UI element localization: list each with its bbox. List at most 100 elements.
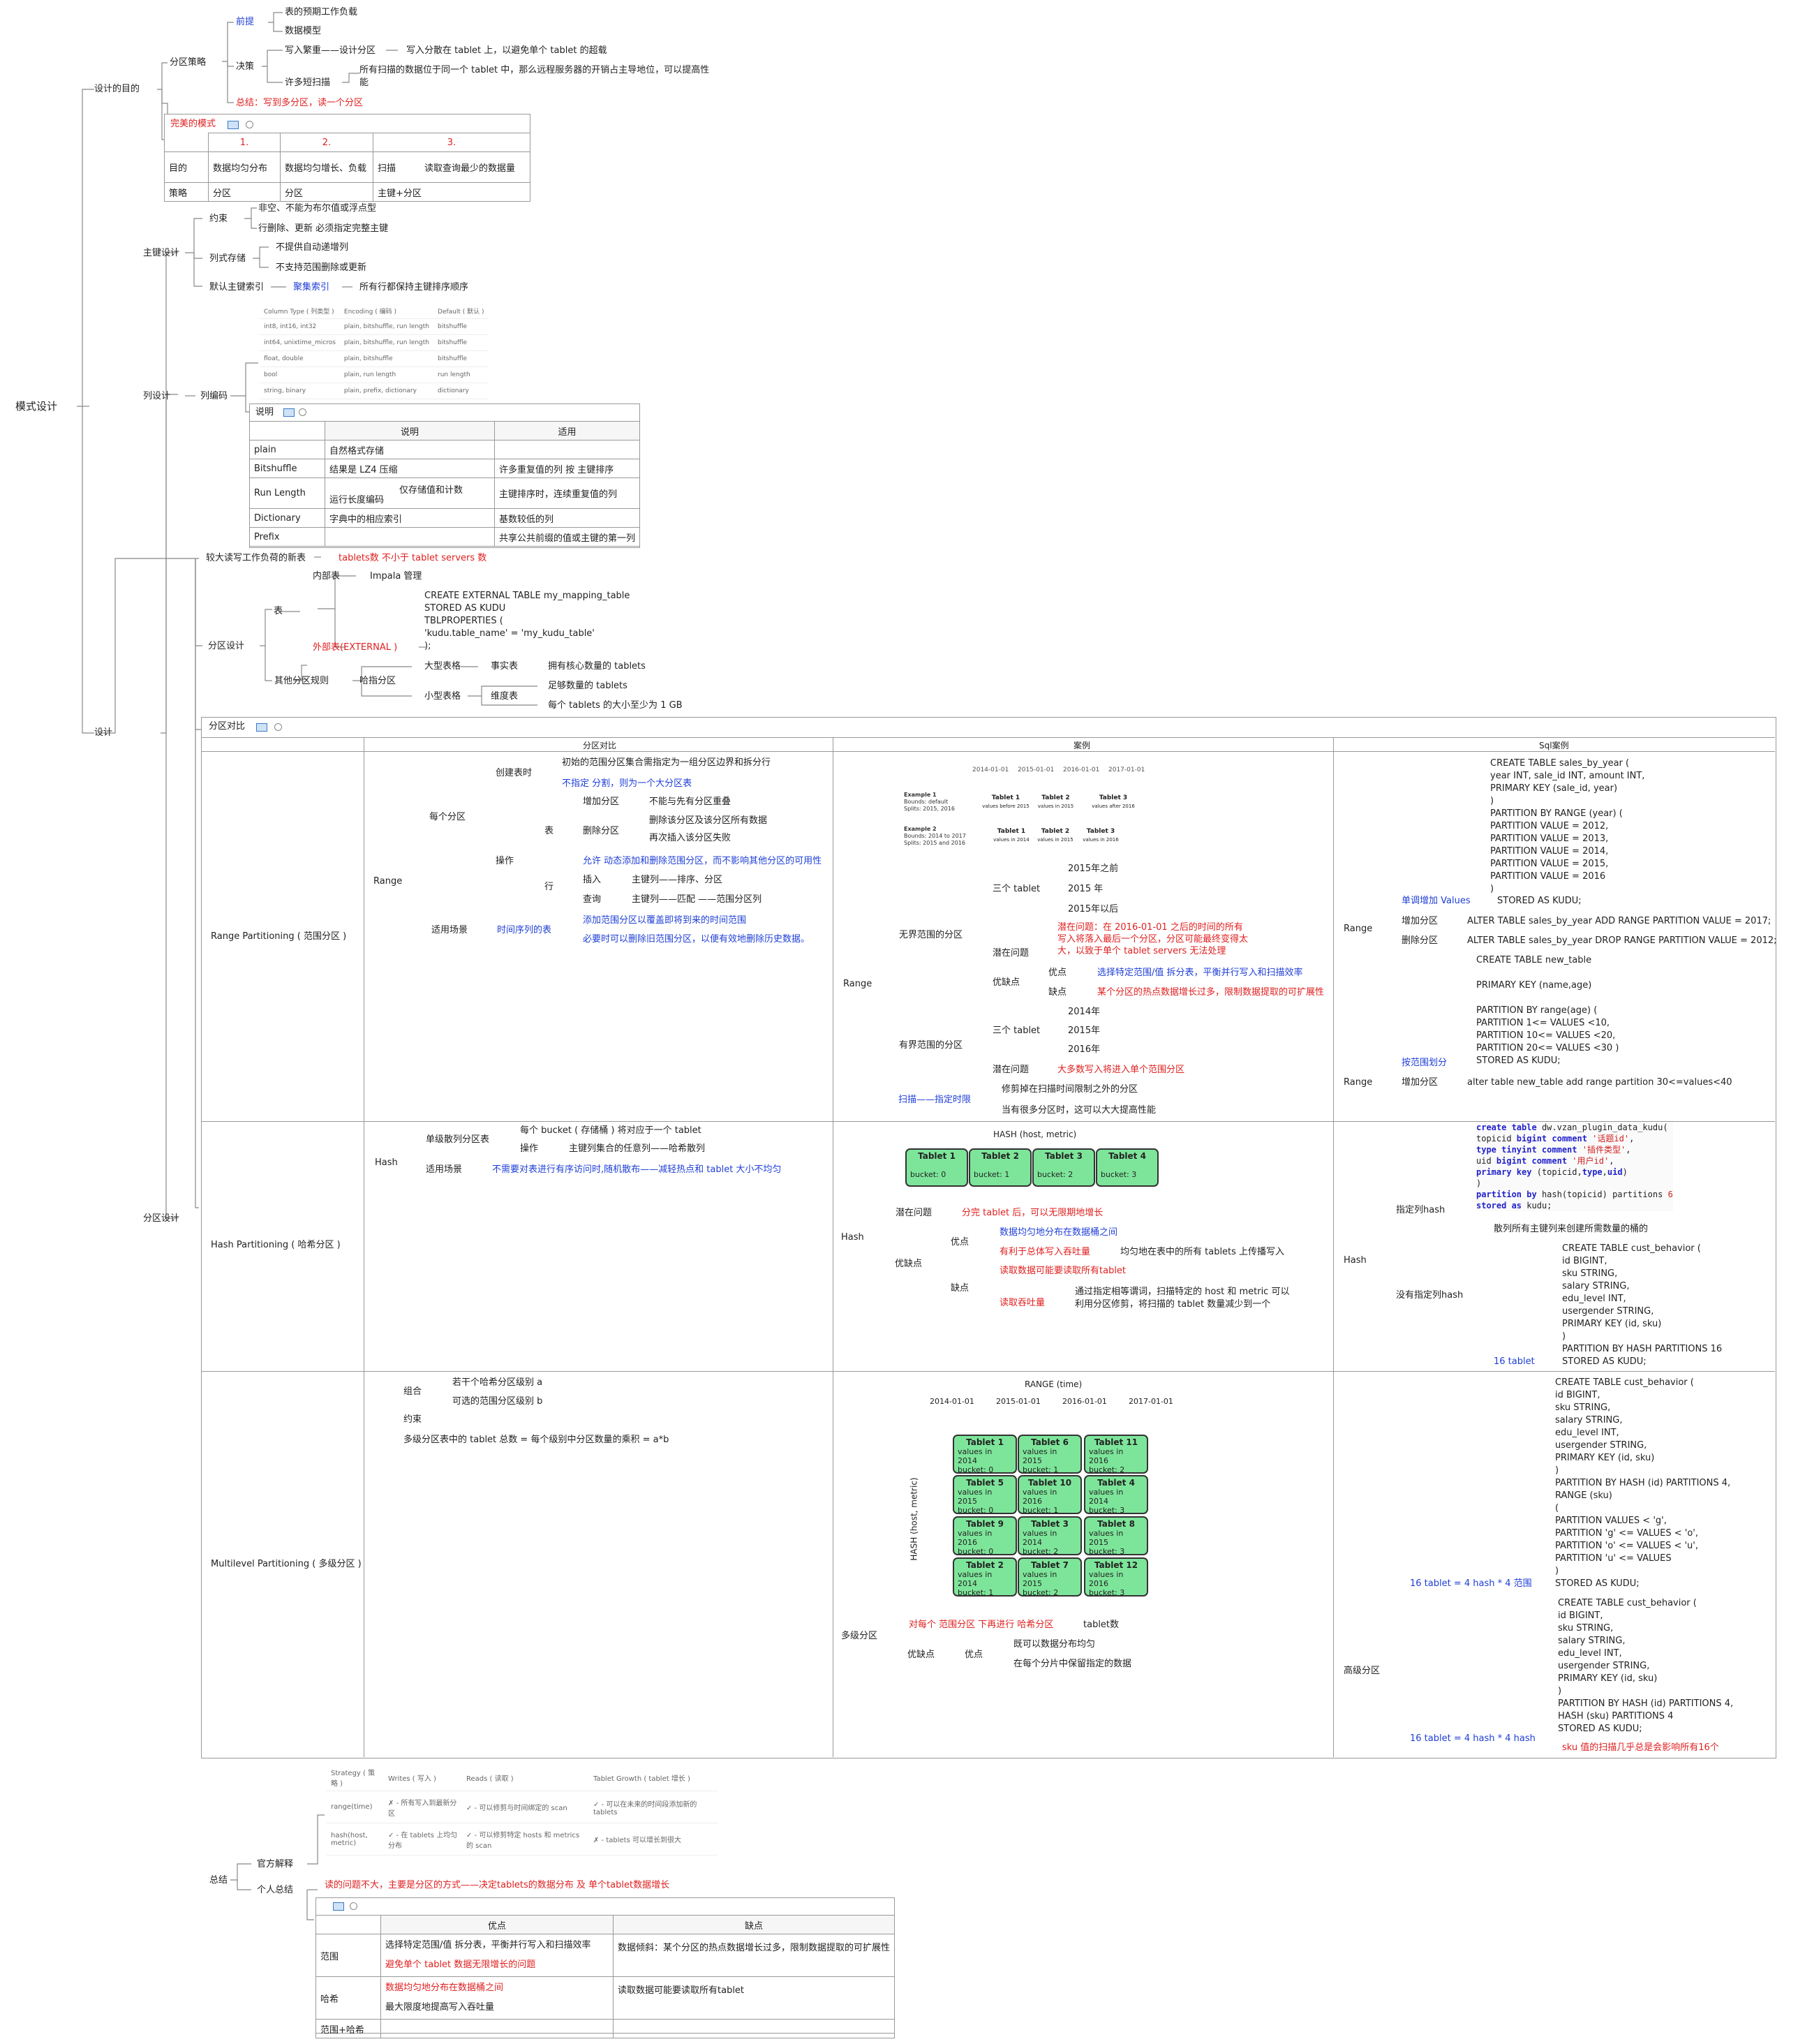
hash-sql-default-note[interactable]: 散列所有主键列来创建所需数量的桶的 — [1494, 1224, 1649, 1234]
bounded-val-1[interactable]: 2014年 — [1068, 1007, 1101, 1017]
range-bounded[interactable]: 有界范围的分区 — [899, 1040, 963, 1051]
personal-note[interactable]: 读的问题不大，主要是分区的方式——决定tablets的数据分布 及 单个tabl… — [325, 1880, 670, 1890]
node-column-encoding[interactable]: 列编码 — [200, 391, 228, 401]
multi-sql-tablets-2[interactable]: 16 tablet = 4 hash * 4 hash — [1410, 1733, 1536, 1744]
multi-case-pro-1[interactable]: 既可以数据分布均匀 — [1013, 1639, 1096, 1650]
range-del-note-2[interactable]: 再次插入该分区失败 — [649, 833, 731, 843]
unbounded-val-3[interactable]: 2015年以后 — [1068, 904, 1119, 914]
node-fact-table[interactable]: 事实表 — [491, 661, 519, 672]
unbounded-proscons[interactable]: 优缺点 — [993, 977, 1020, 988]
range-ct-2[interactable]: 不指定 分割，则为一个大分区表 — [562, 778, 692, 789]
bounded-three[interactable]: 三个 tablet — [993, 1025, 1041, 1036]
multi-constraint[interactable]: 约束 — [403, 1414, 422, 1425]
range-scene-1[interactable]: 添加范围分区以覆盖即将到来的时间范围 — [583, 915, 747, 926]
range-scene[interactable]: 适用场景 — [431, 925, 468, 935]
range-sql-add[interactable]: 增加分区 — [1402, 916, 1439, 926]
range-query[interactable]: 查询 — [583, 894, 602, 905]
fact-table-note[interactable]: 拥有核心数量的 tablets — [548, 661, 646, 672]
range-case-node[interactable]: Range — [843, 979, 872, 989]
range-sql-by-range[interactable]: 按范围划分 — [1402, 1058, 1448, 1068]
node-partition-design[interactable]: 分区设计 — [208, 641, 245, 651]
range-sql-add-2[interactable]: 增加分区 — [1402, 1077, 1439, 1088]
unbounded-three[interactable]: 三个 tablet — [993, 884, 1041, 894]
root-node[interactable]: 模式设计 — [15, 400, 58, 413]
node-primary-key[interactable]: 主键设计 — [143, 248, 180, 258]
hash-sql-specified[interactable]: 指定列hash — [1396, 1205, 1446, 1215]
decision-heavy-write-note[interactable]: 写入分散在 tablet 上，以避免单个 tablet 的超载 — [406, 45, 607, 56]
range-insert-note[interactable]: 主键列——排序、分区 — [632, 875, 723, 885]
hash-case-con[interactable]: 缺点 — [951, 1283, 969, 1294]
hash-case-hidden-note[interactable]: 分完 tablet 后，可以无限期地增长 — [962, 1208, 1104, 1218]
hash-scene-note[interactable]: 不需要对表进行有序访问时,随机散布——减轻热点和 tablet 大小不均匀 — [492, 1164, 782, 1175]
hash-sql-tablets[interactable]: 16 tablet — [1494, 1356, 1535, 1367]
node-strategy[interactable]: 分区策略 — [170, 57, 207, 68]
unbounded-val-1[interactable]: 2015年之前 — [1068, 864, 1119, 874]
range-add-partition[interactable]: 增加分区 — [583, 797, 620, 807]
node-hash-partition[interactable]: 哈指分区 — [359, 676, 396, 686]
dim-table-note-1[interactable]: 足够数量的 tablets — [548, 681, 627, 691]
multi-case-pro-2[interactable]: 在每个分片中保留指定的数据 — [1013, 1659, 1132, 1669]
hash-case-pro[interactable]: 优点 — [951, 1237, 969, 1247]
collapse-icon[interactable] — [274, 723, 282, 731]
multi-combine-2[interactable]: 可选的范围分区级别 b — [452, 1396, 543, 1407]
hash-case-con-2-note-2[interactable]: 利用分区修剪，将扫描的 tablet 数量减少到一个 — [1075, 1299, 1271, 1310]
range-sql-del[interactable]: 删除分区 — [1402, 935, 1439, 946]
multi-sql-tablets-1[interactable]: 16 tablet = 4 hash * 4 范围 — [1410, 1578, 1532, 1589]
node-summary[interactable]: 总结 — [209, 1875, 228, 1886]
hash-op-note[interactable]: 主键列集合的任意列——哈希散列 — [569, 1143, 706, 1154]
premise-item-2[interactable]: 数据模型 — [285, 26, 322, 36]
hash-case-con-2-note-1[interactable]: 通过指定相等谓词，扫描特定的 host 和 metric 可以 — [1075, 1287, 1290, 1297]
node-inner-table[interactable]: 内部表 — [313, 571, 341, 582]
hash-node[interactable]: Hash — [375, 1157, 398, 1168]
hash-case-proscons[interactable]: 优缺点 — [895, 1259, 923, 1269]
hash-case-node[interactable]: Hash — [841, 1232, 864, 1243]
multi-sql-high[interactable]: 高级分区 — [1344, 1666, 1381, 1676]
range-sql-single[interactable]: 单调增加 Values — [1402, 896, 1471, 906]
range-unbounded[interactable]: 无界范围的分区 — [899, 930, 963, 940]
node-column-design[interactable]: 列设计 — [143, 391, 171, 401]
node-design[interactable]: 设计 — [94, 727, 113, 738]
range-sql-del-stmt[interactable]: ALTER TABLE sales_by_year DROP RANGE PAR… — [1467, 935, 1777, 946]
node-goal[interactable]: 设计的目的 — [94, 84, 140, 94]
range-operation[interactable]: 操作 — [496, 856, 514, 866]
big-tables-note[interactable]: tablets数 不小于 tablet servers 数 — [339, 553, 487, 563]
encoding-desc-title[interactable]: 说明 — [255, 407, 274, 417]
multi-formula[interactable]: 多级分区表中的 tablet 总数 = 每个级别中分区数量的乘积 = a*b — [403, 1435, 669, 1445]
range-sql-node-2[interactable]: Range — [1344, 1077, 1373, 1088]
range-sql-add-2-stmt[interactable]: alter table new_table add range partitio… — [1467, 1077, 1732, 1088]
node-decision[interactable]: 决策 — [236, 61, 255, 72]
compare-title[interactable]: 分区对比 — [209, 721, 246, 732]
collapse-icon[interactable] — [350, 1902, 357, 1910]
node-official[interactable]: 官方解释 — [257, 1859, 294, 1869]
range-dynamic[interactable]: 允许 动态添加和删除范围分区，而不影响其他分区的可用性 — [583, 856, 822, 866]
bounded-hidden-note[interactable]: 大多数写入将进入单个范围分区 — [1057, 1065, 1185, 1075]
range-scene-2[interactable]: 必要时可以删除旧范围分区，以便有效地删除历史数据。 — [583, 934, 810, 945]
node-small-table[interactable]: 小型表格 — [424, 691, 461, 702]
pk-constraint-1[interactable]: 非空、不能为布尔值或浮点型 — [258, 203, 377, 214]
clustered-index[interactable]: 聚集索引 — [293, 282, 330, 292]
hash-case-con-2[interactable]: 读取吞吐量 — [1000, 1298, 1046, 1308]
decision-heavy-write[interactable]: 写入繁重——设计分区 — [285, 45, 376, 56]
range-op-table[interactable]: 表 — [544, 826, 554, 836]
row-range[interactable]: Range Partitioning ( 范围分区 ) — [211, 931, 347, 942]
decision-short-scan[interactable]: 许多短扫描 — [285, 77, 331, 88]
multi-case-each[interactable]: 对每个 范围分区 下再进行 哈希分区 — [909, 1620, 1054, 1630]
multi-combine-1[interactable]: 若干个哈希分区级别 a — [452, 1377, 543, 1388]
range-insert[interactable]: 插入 — [583, 875, 602, 885]
node-large-table[interactable]: 大型表格 — [424, 661, 461, 672]
bounded-hidden[interactable]: 潜在问题 — [993, 1065, 1030, 1075]
row-hash[interactable]: Hash Partitioning ( 哈希分区 ) — [211, 1240, 341, 1250]
node-default-index[interactable]: 默认主键索引 — [209, 282, 265, 292]
collapse-icon[interactable] — [299, 408, 306, 416]
unbounded-pro-note[interactable]: 选择特定范围/值 拆分表，平衡并行写入和扫描效率 — [1097, 968, 1303, 978]
index-sort-order[interactable]: 所有行都保持主键排序顺序 — [359, 282, 469, 292]
premise-item-1[interactable]: 表的预期工作负载 — [285, 7, 358, 17]
node-personal[interactable]: 个人总结 — [257, 1885, 294, 1895]
node-column-store[interactable]: 列式存储 — [209, 253, 246, 264]
multi-case-count[interactable]: tablet数 — [1083, 1620, 1120, 1630]
range-sql-add-stmt[interactable]: ALTER TABLE sales_by_year ADD RANGE PART… — [1467, 916, 1771, 926]
range-scan-1[interactable]: 修剪掉在扫描时间限制之外的分区 — [1002, 1084, 1138, 1095]
multi-sql-stored-1[interactable]: STORED AS KUDU; — [1555, 1578, 1640, 1589]
collapse-icon[interactable] — [246, 121, 253, 128]
col-store-2[interactable]: 不支持范围删除或更新 — [276, 262, 367, 273]
